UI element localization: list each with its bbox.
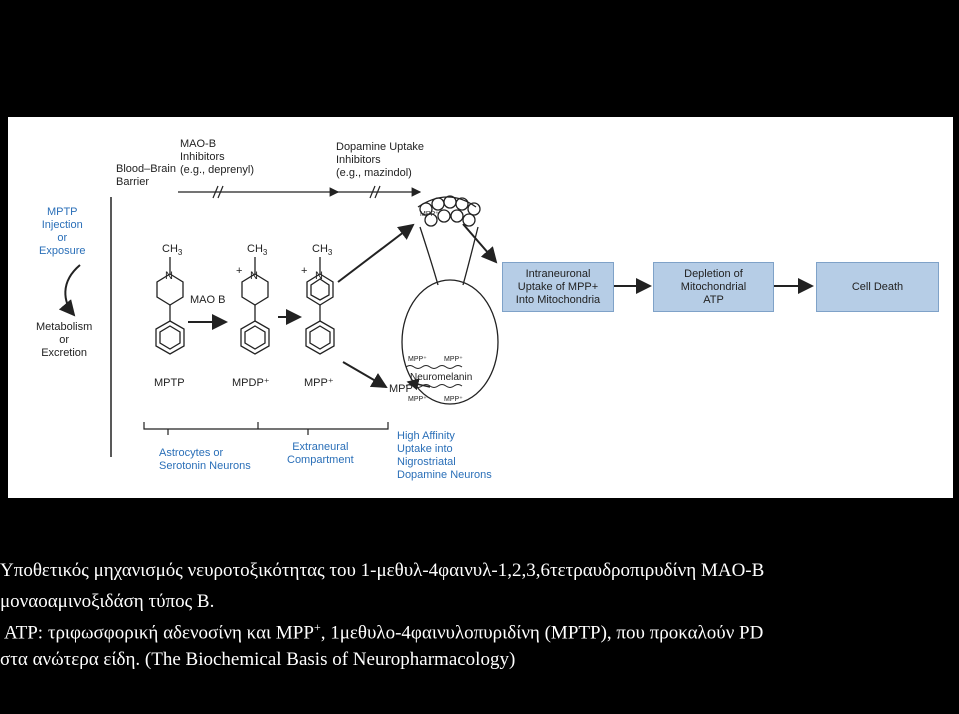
- mpp-structure: [305, 257, 335, 355]
- maob-inhibitors-label: MAO-B Inhibitors (e.g., deprenyl): [180, 138, 254, 176]
- dopamine-neuron: [401, 195, 499, 405]
- caption-line-1: Υποθετικός μηχανισμός νευροτοξικότητας τ…: [0, 560, 765, 581]
- caption-line-2: μοναοαμινοξιδάση τύπος B.: [0, 591, 215, 612]
- plus-label-3: +: [301, 265, 308, 277]
- extraneural-label: Extraneural Compartment: [287, 441, 354, 466]
- ch3-label-1: CH3: [162, 243, 183, 258]
- bbb-label: Blood–Brain Barrier: [116, 163, 176, 188]
- dopamine-uptake-inhibitors-label: Dopamine Uptake Inhibitors (e.g., mazind…: [336, 141, 425, 179]
- mpp-small-2: MPP⁺: [444, 356, 463, 363]
- mpdp-structure: [240, 257, 270, 355]
- mpp-small-3: MPP⁺: [408, 396, 427, 403]
- diagram-graphics: [58, 185, 814, 457]
- ch3-label-2: CH3: [247, 243, 268, 258]
- mechanism-figure: Blood–Brain Barrier MAO-B Inhibitors (e.…: [8, 117, 953, 498]
- n-label-1: N: [165, 270, 173, 282]
- mpp-small-4: MPP⁺: [444, 396, 463, 403]
- mpdp-label: MPDP⁺: [232, 377, 270, 389]
- ch3-label-3: CH3: [312, 243, 333, 258]
- plus-label-2: +: [236, 265, 243, 277]
- mpp-neuron-label: MPP⁺: [389, 383, 419, 395]
- astrocytes-label: Astrocytes or Serotonin Neurons: [159, 447, 251, 472]
- mpp-small-1: MPP⁺: [408, 356, 427, 363]
- caption-line-4: στα ανώτερα είδη. (The Biochemical Basis…: [0, 649, 516, 670]
- neuromelanin-label: Neuromelanin: [410, 372, 473, 383]
- mpp-label: MPP⁺: [304, 377, 334, 389]
- caption-line-3: ATP: τριφωσφορική αδενοσίνη και MPP+, 1μ…: [4, 620, 764, 644]
- mptp-label: MPTP: [154, 377, 185, 389]
- mptp-injection-label: MPTP Injection or Exposure: [39, 206, 86, 257]
- intraneuronal-uptake-box: Intraneuronal Uptake of MPP+ Into Mitoch…: [502, 262, 614, 312]
- mao-b-label: MAO B: [190, 294, 226, 306]
- n-label-2: N: [250, 270, 258, 282]
- atp-depletion-box: Depletion of Mitochondrial ATP: [653, 262, 774, 312]
- injection-arrow: [58, 264, 81, 317]
- mpp-vesicle-label: MPP⁺: [420, 211, 439, 218]
- mptp-structure: [155, 257, 185, 355]
- cell-death-box: Cell Death: [816, 262, 939, 312]
- metabolism-label: Metabolism or Excretion: [36, 321, 93, 359]
- n-label-3: N: [315, 270, 323, 282]
- high-affinity-label: High Affinity Uptake into Nigrostriatal …: [397, 430, 492, 481]
